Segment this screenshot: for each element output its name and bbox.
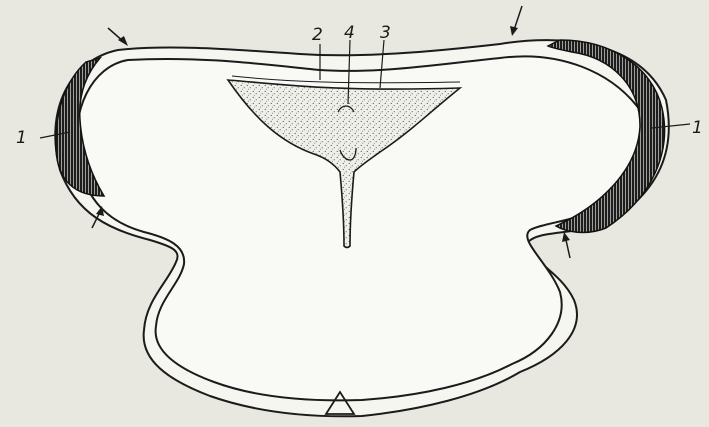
- arrow-top-left: [108, 28, 128, 46]
- arrow-top-right: [510, 6, 522, 36]
- label-right-1: 1: [692, 118, 703, 138]
- arrow-lower-right: [562, 232, 570, 258]
- label-left-1: 1: [16, 128, 27, 148]
- label-3: 3: [380, 23, 391, 43]
- label-2: 2: [312, 25, 323, 45]
- label-4: 4: [344, 23, 355, 43]
